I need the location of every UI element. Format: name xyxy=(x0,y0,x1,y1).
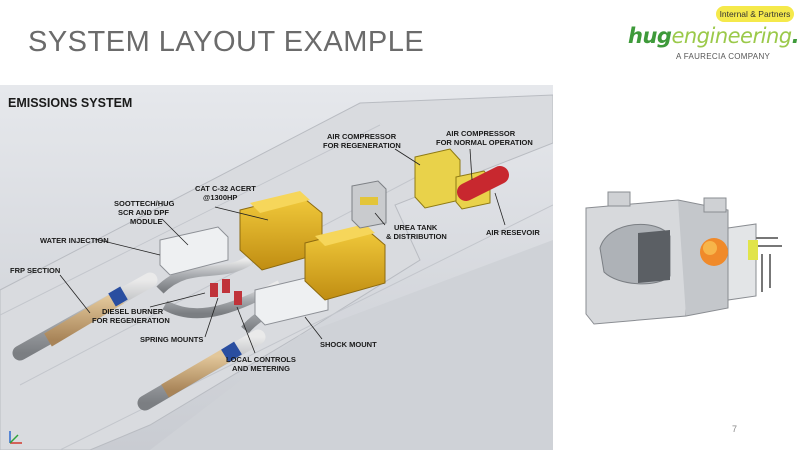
label-water-injection: WATER INJECTION xyxy=(40,236,109,245)
label-diesel-burner-1: DIESEL BURNER xyxy=(102,307,164,316)
air-compressor-regeneration xyxy=(414,148,461,209)
company-logo: hugengineering. A FAURECIA COMPANY xyxy=(628,24,800,68)
label-shock-mount: SHOCK MOUNT xyxy=(320,340,377,349)
internal-partners-badge: Internal & Partners xyxy=(716,6,794,22)
label-engine-1: CAT C-32 ACERT xyxy=(195,184,256,193)
label-air-reservoir: AIR RESEVOIR xyxy=(486,228,540,237)
logo-subtitle: A FAURECIA COMPANY xyxy=(676,52,771,61)
spring-mount-2 xyxy=(222,279,230,293)
page-number: 7 xyxy=(732,424,738,434)
pipe-band-upper xyxy=(108,286,128,307)
pipe-band-lower xyxy=(221,341,242,363)
label-scr-2: SCR AND DPF xyxy=(118,208,169,217)
emissions-diagram-svg: EMISSIONS SYSTEM AIR COMPRESSOR FOR REGE… xyxy=(0,85,553,450)
axis-gizmo-icon xyxy=(9,431,22,444)
logo-hug: hug xyxy=(628,24,672,48)
module-inlet xyxy=(638,230,670,283)
label-scr-3: MODULE xyxy=(130,217,163,226)
hull-floor xyxy=(150,240,553,450)
logo-dot: . xyxy=(791,24,800,48)
scr-module-upper xyxy=(159,226,229,276)
burner-piping xyxy=(756,237,782,292)
label-air-compressor-regen-2: FOR REGENERATION xyxy=(323,141,401,150)
label-air-compressor-normal-2: FOR NORMAL OPERATION xyxy=(436,138,533,147)
leader-lines xyxy=(59,148,506,354)
logo-wordmark: hugengineering. xyxy=(628,24,800,48)
label-local-controls-2: AND METERING xyxy=(232,364,290,373)
diagram-title: EMISSIONS SYSTEM xyxy=(8,96,132,110)
frp-section-lower xyxy=(161,349,229,398)
burner-frame xyxy=(727,223,757,301)
spring-mount-3 xyxy=(234,291,242,305)
frp-section-upper xyxy=(44,290,124,347)
label-spring-mounts: SPRING MOUNTS xyxy=(140,335,203,344)
label-scr-1: SOOTTECH/HUG xyxy=(114,199,175,208)
logo-engineering: engineering xyxy=(671,24,792,48)
label-diesel-burner-2: FOR REGENERATION xyxy=(92,316,170,325)
slide-title: SYSTEM LAYOUT EXAMPLE xyxy=(28,26,425,58)
spring-mount-1 xyxy=(210,283,218,297)
label-frp-section: FRP SECTION xyxy=(10,266,60,275)
engine-upper-top xyxy=(250,191,310,213)
label-urea-2: & DISTRIBUTION xyxy=(386,232,447,241)
air-reservoir-tank xyxy=(457,166,509,201)
label-urea-1: UREA TANK xyxy=(394,223,438,232)
module-outlet-pipe-2 xyxy=(703,197,727,213)
engine-lower-top xyxy=(315,224,375,246)
module-outlet-pipe-1 xyxy=(607,191,631,207)
emissions-system-diagram: EMISSIONS SYSTEM AIR COMPRESSOR FOR REGE… xyxy=(0,85,553,450)
label-air-compressor-regen-1: AIR COMPRESSOR xyxy=(327,132,397,141)
label-engine-2: @1300HP xyxy=(203,193,237,202)
burner-flame-core xyxy=(703,241,717,255)
crossover-pipe-1 xyxy=(156,255,253,294)
label-air-compressor-normal-1: AIR COMPRESSOR xyxy=(446,129,516,138)
label-local-controls-1: LOCAL CONTROLS xyxy=(226,355,296,364)
burner-fitting xyxy=(748,240,758,260)
urea-pump xyxy=(360,197,378,205)
scr-module-render xyxy=(578,188,790,336)
scr-module-render-svg xyxy=(578,188,790,336)
